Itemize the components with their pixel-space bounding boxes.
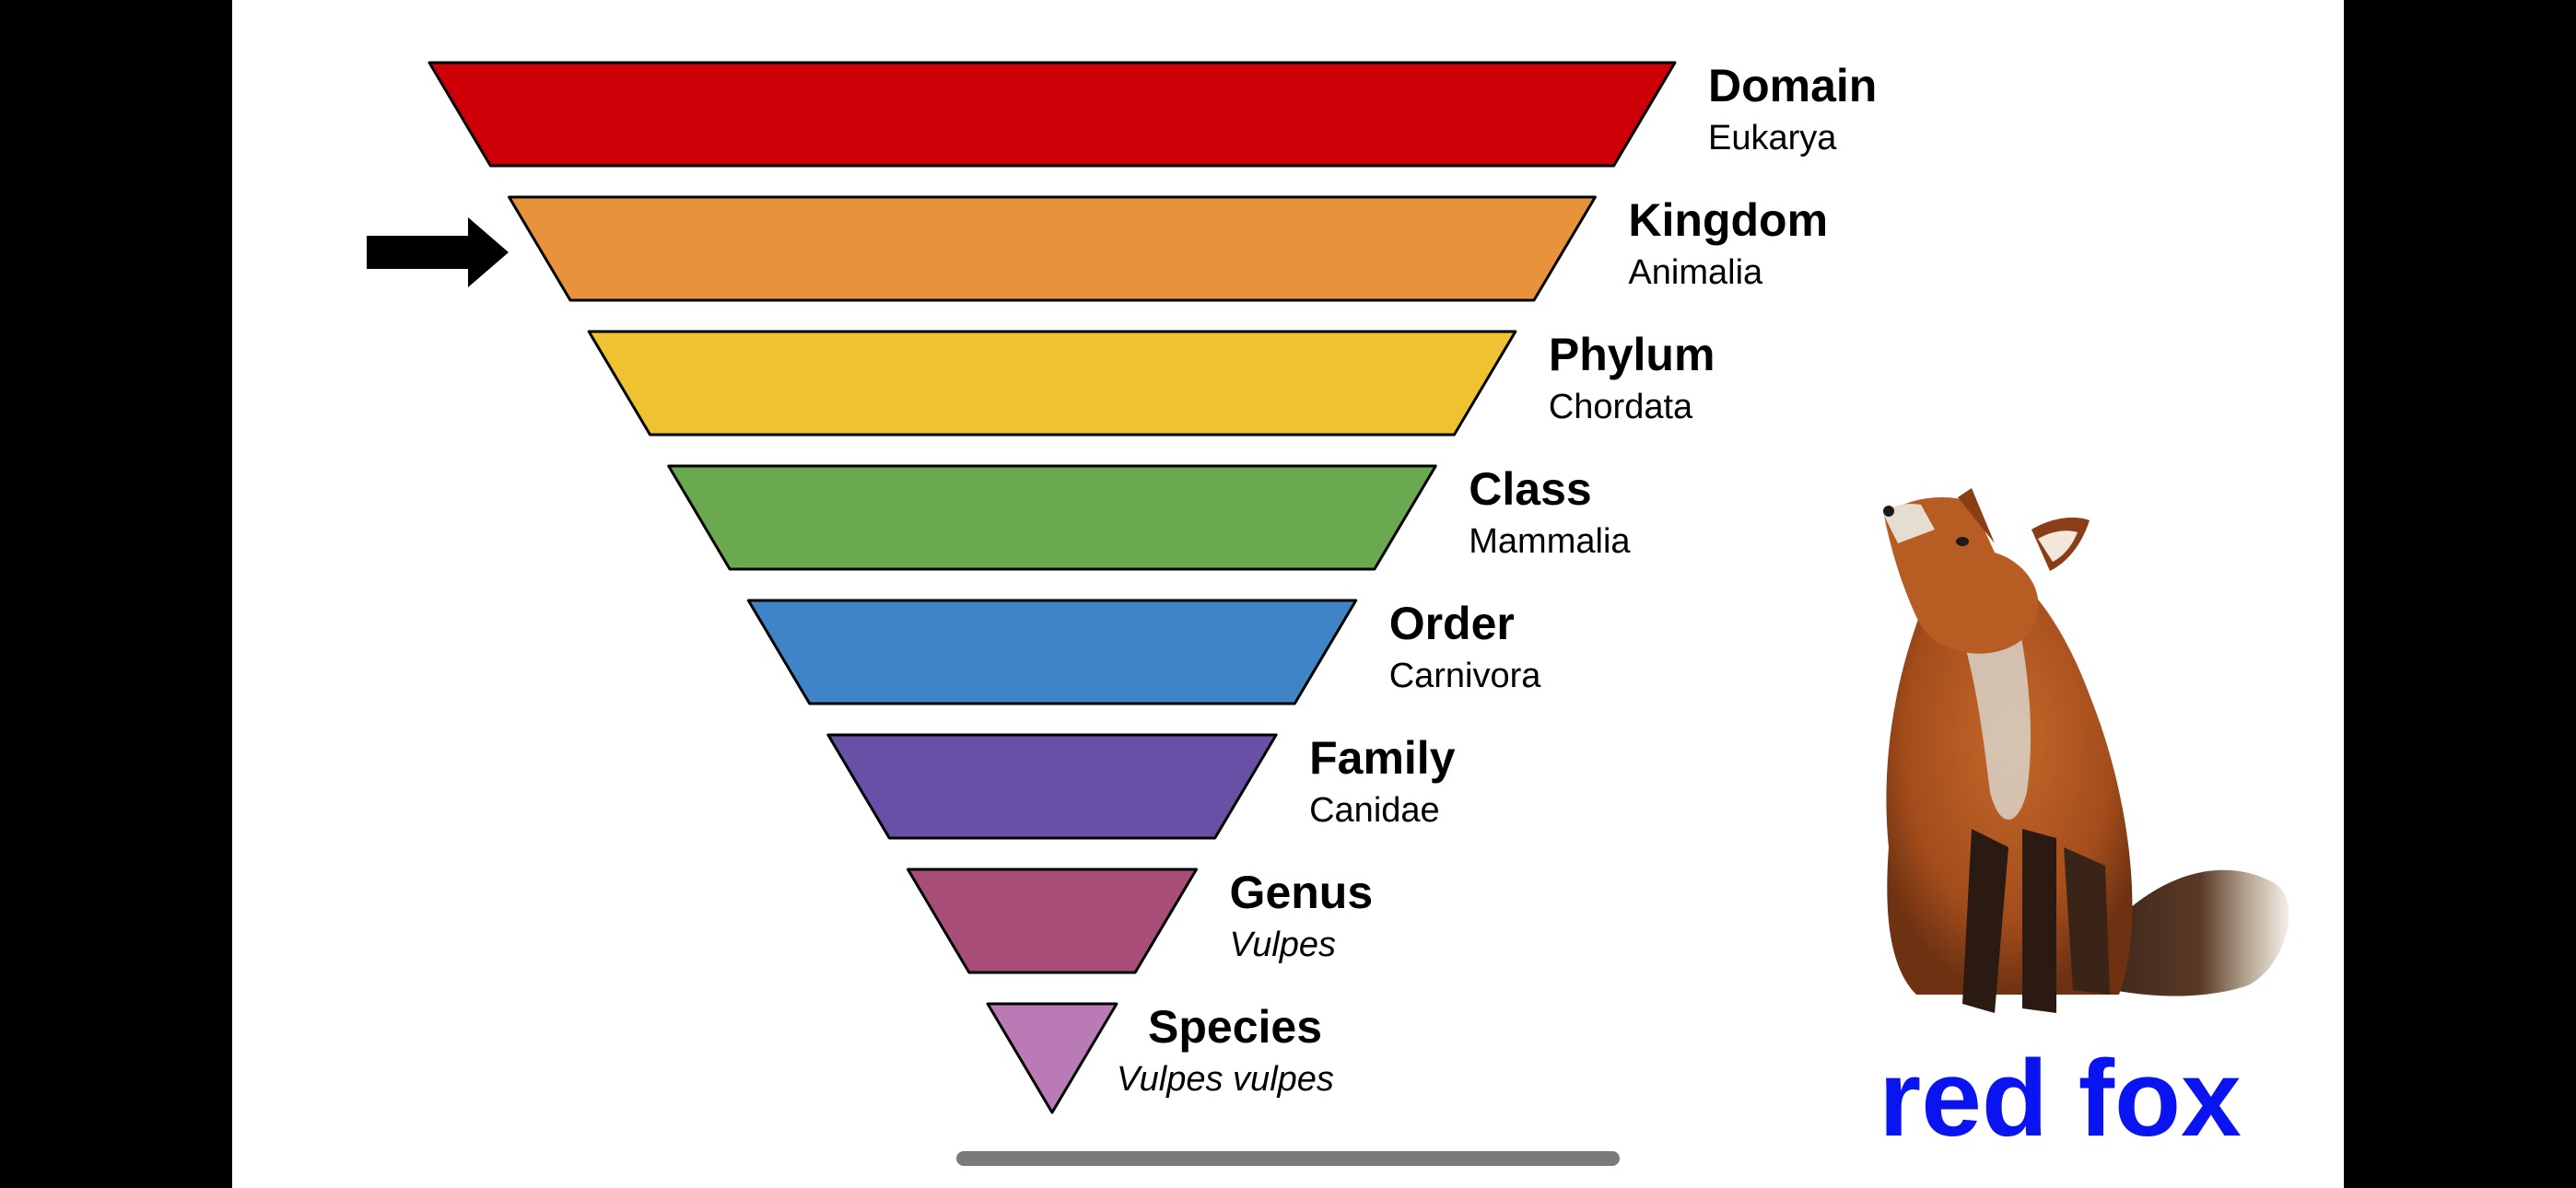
rank-label-species: Species <box>1148 1001 1322 1053</box>
rank-value-species: Vulpes vulpes <box>1117 1060 1334 1099</box>
caption-text: red fox <box>1879 1038 2241 1159</box>
rank-value-order: Carnivora <box>1389 657 1542 695</box>
rank-value-domain: Eukarya <box>1708 119 1837 157</box>
pyramid-level-genus <box>906 868 1199 974</box>
pyramid-levels: DomainEukaryaKingdomAnimaliaPhylumChorda… <box>427 60 1877 1114</box>
rank-value-family: Canidae <box>1309 791 1440 830</box>
rank-label-phylum: Phylum <box>1549 329 1715 380</box>
pyramid-level-species <box>986 1002 1118 1114</box>
red-fox-illustration <box>1883 488 2289 1013</box>
rank-label-genus: Genus <box>1230 867 1374 918</box>
pyramid-level-phylum <box>587 330 1517 437</box>
pyramid-level-domain <box>427 61 1677 168</box>
rank-value-kingdom: Animalia <box>1628 253 1763 292</box>
rank-label-order: Order <box>1389 598 1515 649</box>
rank-value-class: Mammalia <box>1469 522 1631 561</box>
rank-label-domain: Domain <box>1708 60 1877 111</box>
rank-label-kingdom: Kingdom <box>1628 194 1828 246</box>
pyramid-level-order <box>746 599 1358 705</box>
home-indicator[interactable] <box>956 1151 1620 1166</box>
rank-label-family: Family <box>1309 732 1456 784</box>
rank-value-genus: Vulpes <box>1230 926 1337 964</box>
arrow-right-icon <box>367 217 509 287</box>
pyramid-level-family <box>826 733 1278 840</box>
rank-label-class: Class <box>1469 463 1591 515</box>
pyramid-level-class <box>667 464 1437 571</box>
rank-value-phylum: Chordata <box>1549 388 1693 426</box>
pyramid-level-kingdom <box>508 195 1597 302</box>
